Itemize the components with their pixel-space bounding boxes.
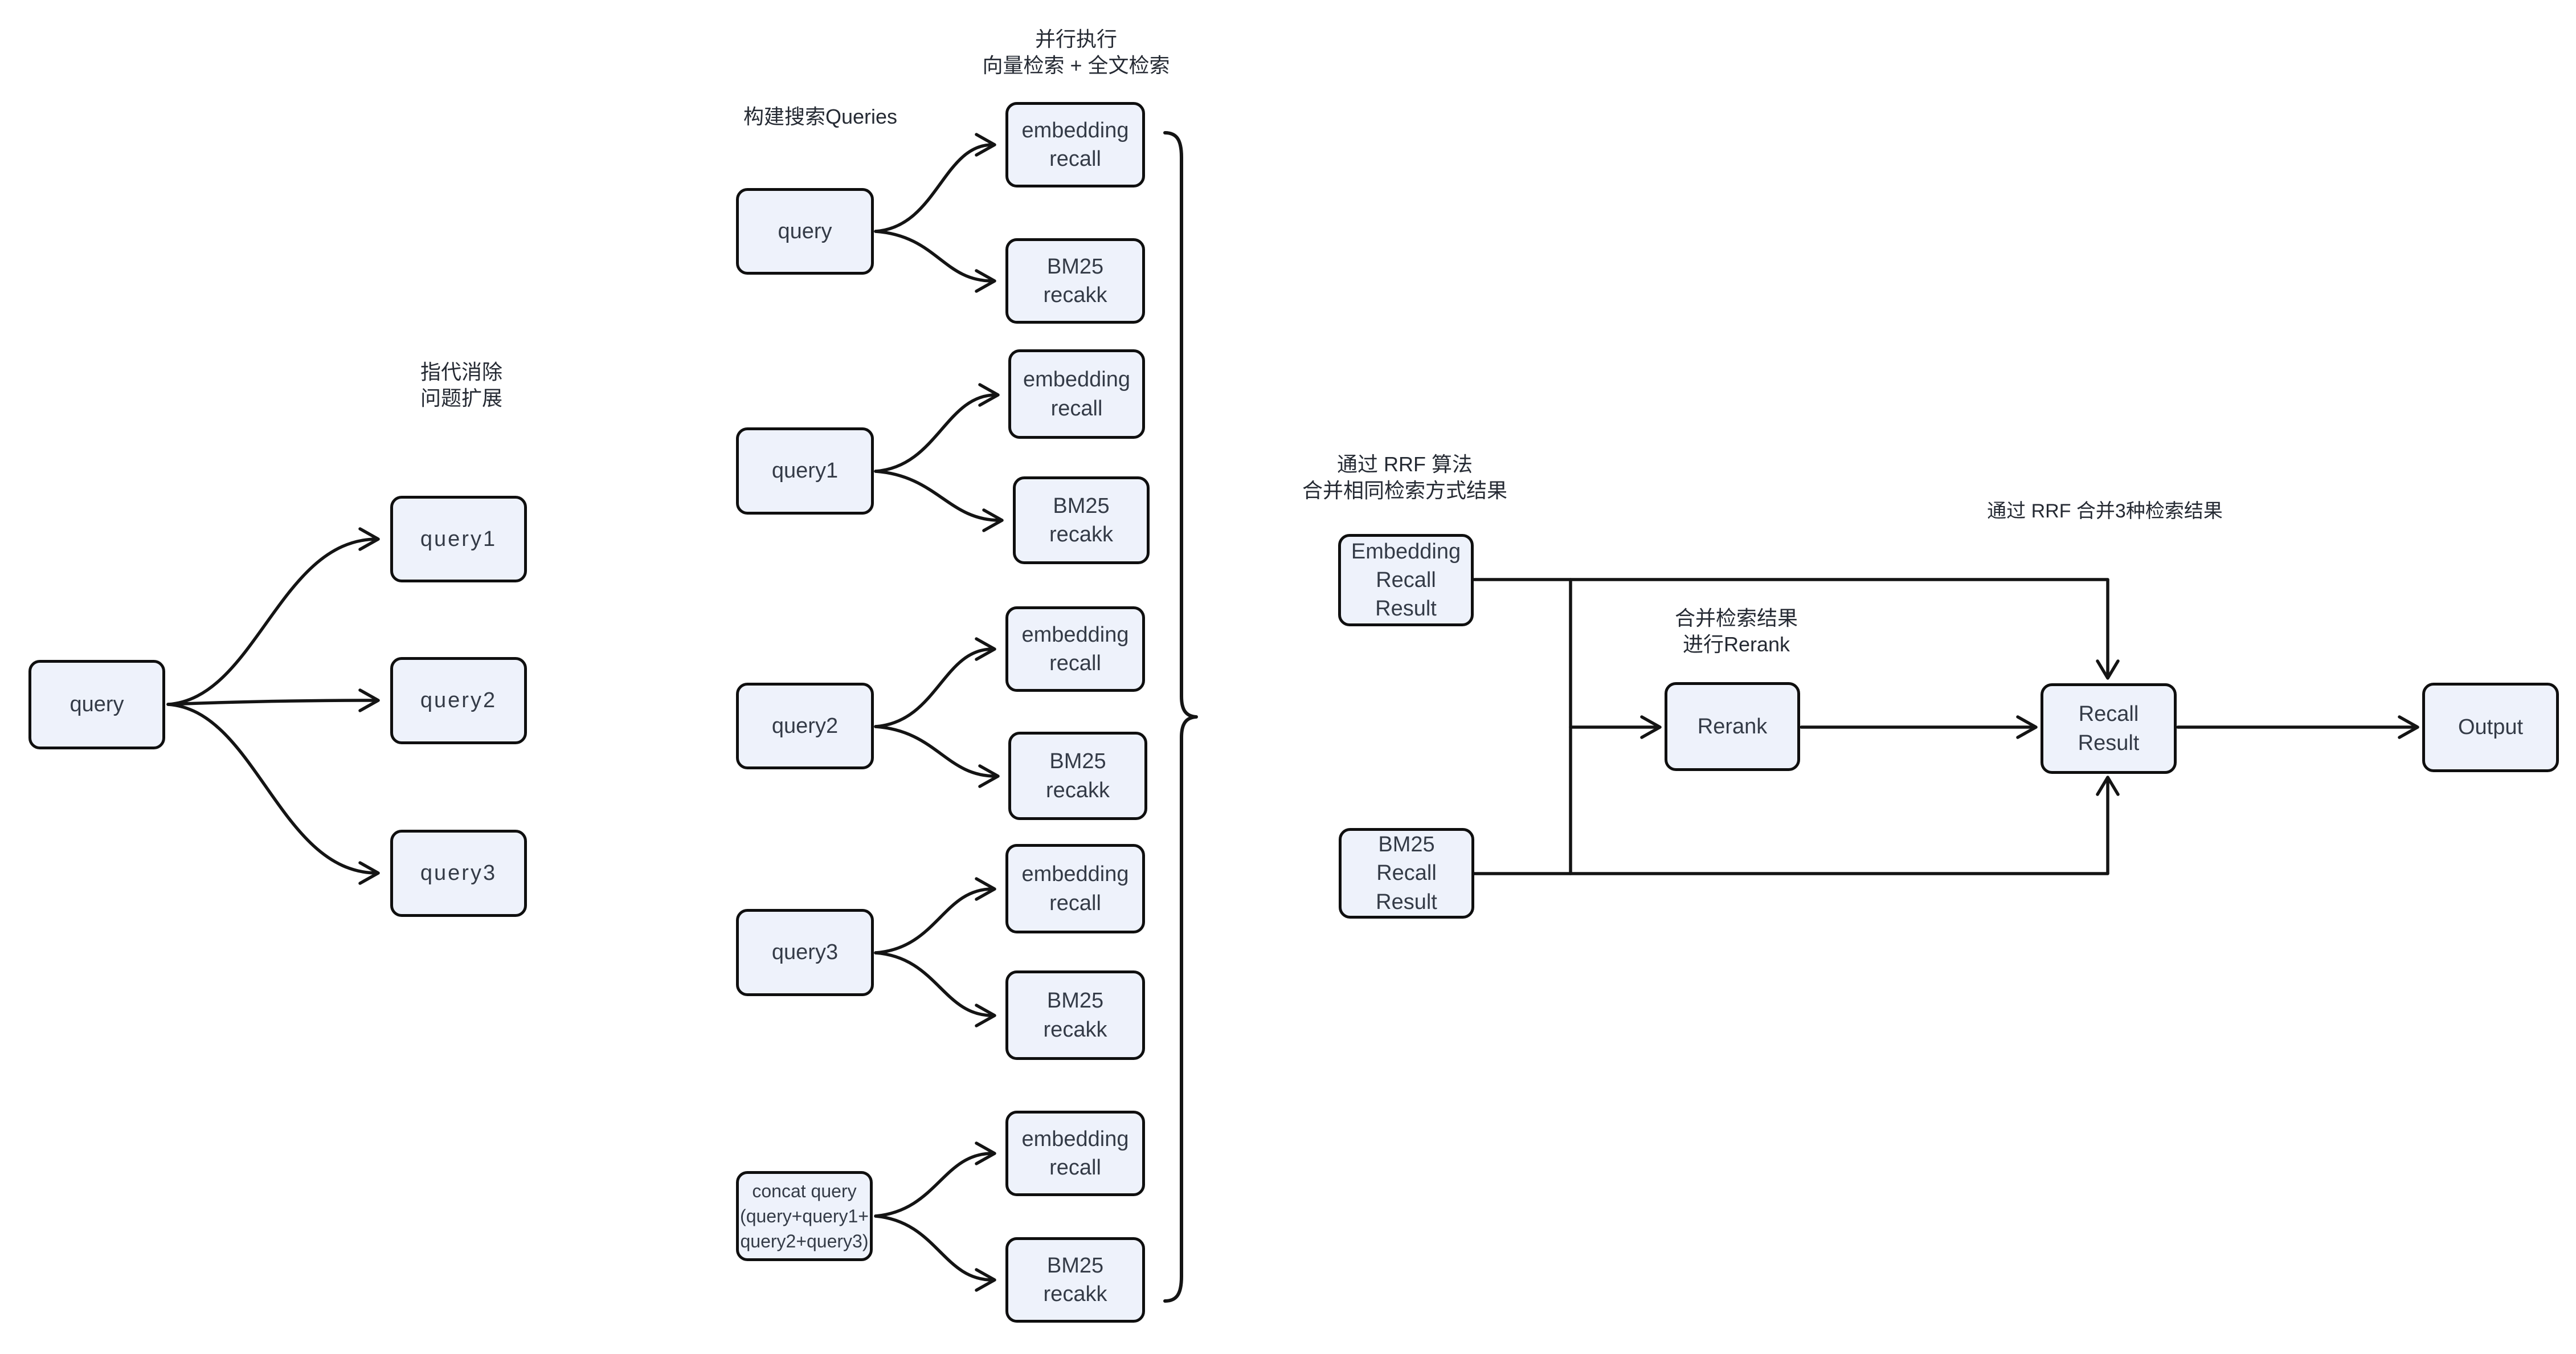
arrow-midquery3-to-bm4	[874, 951, 996, 1027]
node-embedding-recall-3: embedding recall	[1005, 606, 1145, 692]
node-rerank: Rerank	[1665, 682, 1800, 771]
node-query: query	[28, 660, 165, 749]
arrow-midquery-to-emb1	[874, 133, 996, 233]
node-query3: query3	[390, 830, 527, 917]
node-mid-query1: query1	[736, 427, 874, 515]
node-bm25-recall-1: BM25 recakk	[1005, 238, 1145, 324]
node-output: Output	[2422, 683, 2559, 772]
node-recall-result: Recall Result	[2041, 683, 2177, 774]
annotation-build-queries: 构建搜索Queries	[743, 105, 898, 128]
annotation-rrf-merge-same: 通过 RRF 算法 合并相同检索方式结果	[1302, 452, 1508, 503]
arrow-junction-to-rerank	[1569, 715, 1662, 739]
arrow-concat-to-bm5	[874, 1214, 996, 1292]
node-mid-query: query	[736, 188, 874, 275]
arrow-query-to-query1	[166, 527, 380, 706]
arrow-concat-to-emb5	[874, 1141, 996, 1218]
node-embedding-recall-2: embedding recall	[1008, 349, 1145, 439]
node-embedding-recall-4: embedding recall	[1005, 844, 1145, 933]
annotation-rrf-merge-three: 通过 RRF 合并3种检索结果	[1987, 500, 2223, 522]
arrow-query-to-query2	[166, 688, 380, 712]
annotation-merge-rerank: 合并检索结果 进行Rerank	[1674, 606, 1798, 656]
arrow-midquery2-to-bm3	[874, 725, 1000, 788]
node-query1: query1	[390, 496, 527, 582]
arrow-midquery3-to-emb4	[874, 877, 996, 955]
node-bm25-recall-result: BM25 Recall Result	[1339, 828, 1474, 919]
arrow-midquery1-to-emb2	[874, 383, 1000, 473]
node-mid-query2: query2	[736, 683, 874, 769]
arrow-midquery1-to-bm2	[874, 470, 1004, 532]
arrow-recall-to-output	[2176, 715, 2419, 739]
node-bm25-recall-4: BM25 recakk	[1005, 970, 1145, 1060]
arrow-query-to-query3	[166, 703, 380, 885]
node-mid-query3: query3	[736, 909, 874, 996]
node-bm25-recall-2: BM25 recakk	[1013, 476, 1150, 564]
node-embedding-recall-1: embedding recall	[1005, 102, 1145, 187]
node-bm25-recall-5: BM25 recakk	[1005, 1237, 1145, 1323]
arrow-midquery2-to-emb3	[874, 637, 996, 728]
line-embresult-to-recall-top	[1473, 578, 2120, 680]
line-bm25result-to-recall-bottom	[1473, 776, 2120, 875]
arrow-midquery-to-bm1	[874, 230, 996, 293]
node-query2: query2	[390, 657, 527, 744]
grouping-brace	[1163, 131, 1198, 1303]
node-concat-query: concat query (query+query1+ query2+query…	[736, 1171, 873, 1261]
arrow-rerank-to-recall	[1800, 715, 2038, 739]
annotation-coref-expansion: 指代消除 问题扩展	[420, 360, 503, 410]
node-embedding-recall-result: Embedding Recall Result	[1338, 534, 1474, 626]
annotation-parallel-execution: 并行执行 向量检索 + 全文检索	[982, 27, 1170, 78]
node-bm25-recall-3: BM25 recakk	[1008, 732, 1147, 820]
node-embedding-recall-5: embedding recall	[1005, 1111, 1145, 1196]
